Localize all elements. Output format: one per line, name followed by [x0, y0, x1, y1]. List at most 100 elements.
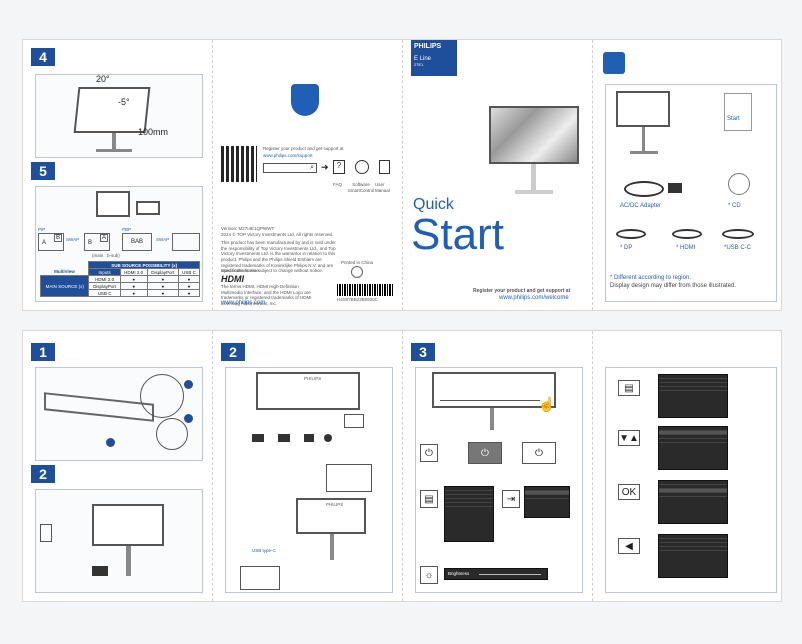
monitor-back-power [92, 504, 164, 546]
osd-menu-preview [444, 486, 494, 542]
cover-monitor-stand [531, 164, 536, 192]
osd-screen-menu [658, 374, 728, 418]
faq-icon: ? [333, 160, 345, 174]
box-monitor [616, 91, 670, 127]
port-audio [324, 434, 332, 442]
cover-register: Register your product and get support at [473, 288, 571, 294]
up-down-nav-button[interactable]: ▼▲ [618, 430, 640, 446]
barcode [337, 284, 393, 296]
power-stand [126, 546, 131, 576]
monitor-stand [112, 133, 116, 149]
ok-nav-button[interactable]: OK [618, 484, 640, 500]
philips-shield-logo [291, 84, 319, 116]
manual-label: User Manual [375, 182, 390, 193]
monitor-brand-tag: PHILIPS [304, 376, 322, 381]
box-monitor-base [630, 151, 658, 154]
table-header: SUB SOURCE POSSIBILITY (x) [88, 261, 200, 269]
cd-disc [728, 173, 750, 195]
legal-paragraph-2: Specifications are subject to change wit… [221, 268, 324, 273]
panel-box-contents: Start AC/DC Adapter * CD * DP * HDMI *US… [593, 40, 783, 310]
step-4-badge: 4 [31, 48, 55, 66]
step-marker-1 [106, 438, 115, 447]
software-label: Software SmartControl [347, 182, 375, 193]
power-adapter [92, 566, 108, 576]
smartcontrol-icon [355, 160, 369, 174]
dp-cable [616, 229, 646, 239]
design-note: Display design may differ from those ill… [610, 283, 736, 289]
legal-version: Version: M27I4E1QPWWT [221, 226, 275, 231]
brightness-bar: Brightness [444, 568, 548, 580]
input-button-icon[interactable]: ⇥ [502, 490, 520, 508]
adapter-cable [624, 181, 664, 197]
port-hdmi [278, 434, 290, 442]
step-1-badge: 1 [31, 343, 55, 361]
stand-assembly-illustration [35, 367, 203, 461]
brightness-button-icon[interactable]: ☼ [420, 566, 438, 584]
osd-input-preview [524, 486, 570, 518]
manual-icon [379, 160, 390, 174]
pbp-screen-2 [172, 233, 200, 251]
cd-label: * CD [728, 203, 741, 209]
monitor-back-ports [256, 372, 360, 410]
website-link[interactable]: www.philips.com [221, 300, 266, 306]
step-5-badge: 5 [31, 162, 55, 180]
support-register-text: Register your product and get support at [263, 146, 344, 151]
adapter-label: AC/DC Adapter [620, 203, 662, 209]
step-marker-3 [184, 414, 193, 423]
pip-main-note: (main : b-sub) [92, 253, 120, 258]
quick-start-booklet: Start [724, 93, 752, 131]
cover-monitor-base [515, 190, 553, 194]
recycle-icon [351, 266, 363, 278]
multiview-label: MultiView [54, 269, 75, 275]
monitor-front-buttons [432, 372, 556, 408]
pip-laptop [136, 201, 160, 215]
brand-box: PHILIPS E Line 27E1 [411, 40, 457, 76]
laptop-2 [240, 566, 280, 590]
power-connect-illustration [35, 489, 203, 593]
osd-screen-back [658, 534, 728, 578]
bottom-sheet: 1 2 2 PHILIPS PHILI [22, 330, 782, 602]
menu-button-icon[interactable]: ▤ [420, 490, 438, 508]
pip-label: PIP [38, 227, 46, 232]
printed-in: Printed in China [341, 260, 374, 265]
port-usbc [304, 434, 314, 442]
pbp-screen: BAB [122, 233, 152, 251]
cover-url[interactable]: www.philips.com/welcome [499, 295, 569, 301]
zoom-circle-1 [140, 374, 184, 418]
cover-monitor [489, 106, 579, 164]
arrow-icon: ➜ [321, 162, 329, 172]
box-monitor-stand [642, 127, 645, 151]
osd-screen-confirm [658, 480, 728, 524]
legal-copyright: 2024 © TOP Victory Investments Ltd. All … [221, 232, 334, 237]
panel-osd-controls: 3 ☝ ⏻ ⏻ ⏻ ▤ ⇥ ☼ Brightness [403, 331, 593, 601]
pbp-swap-label: SWAP [156, 237, 170, 242]
adapter-brick [668, 183, 682, 193]
osd-screen-navigate [658, 426, 728, 470]
legal-paragraph-1: This product has been manufactured by an… [221, 240, 336, 274]
usbc-monitor-stand [330, 534, 334, 560]
support-search-box[interactable]: ⌕ [263, 163, 317, 173]
brightness-slider-track[interactable] [479, 574, 541, 575]
menu-nav-button[interactable]: ▤ [618, 380, 640, 396]
pip-swap-label: SWAP [66, 237, 80, 242]
zoom-circle-2 [156, 418, 188, 450]
dp-label: * DP [620, 245, 633, 251]
support-url[interactable]: www.philips.com/support [263, 153, 313, 158]
tilt-illustration: 20° -5° 100mm [35, 74, 203, 158]
speakers-icon [344, 414, 364, 428]
main-source-label: MAIN SOURCE (x) [39, 275, 90, 297]
power-button-icon[interactable]: ⏻ [420, 444, 438, 462]
product-line: E Line [414, 56, 432, 62]
power-press-step-2: ⏻ [522, 442, 556, 464]
back-nav-button[interactable]: ◀ [618, 538, 640, 554]
power-press-step-1: ⏻ [468, 442, 502, 464]
port-dp [252, 434, 264, 442]
power-outlet [40, 524, 52, 542]
tilt-up-label: 20° [96, 74, 110, 84]
usbc-type-label: USB type-C [252, 548, 276, 553]
tilt-down-label: -5° [118, 97, 130, 107]
panel-support: Register your product and get support at… [213, 40, 403, 310]
